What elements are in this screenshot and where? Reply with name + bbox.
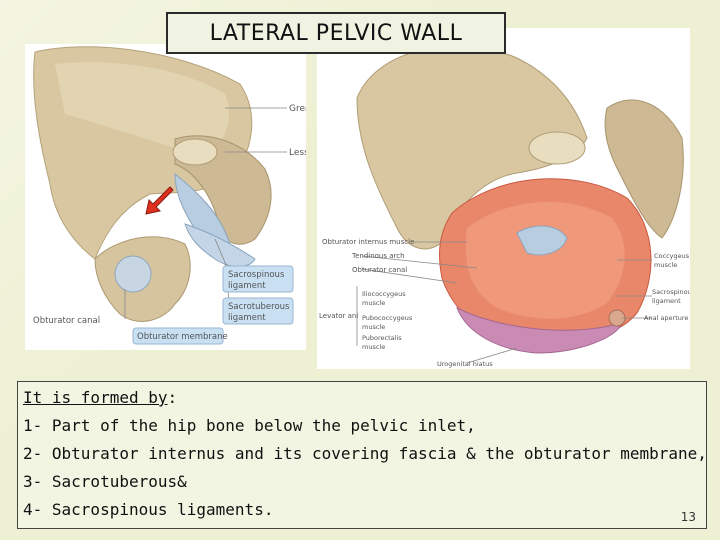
label-tendinous-arch: Tendinous arch — [351, 252, 405, 260]
label-iliococcygeus-line1: Iliococcygeus — [362, 290, 406, 298]
label-urogenital-hiatus: Urogenital hiatus — [437, 360, 493, 368]
label-sacrotuberous-line2: ligament — [228, 313, 266, 323]
label-anal-aperture: Anal aperture — [644, 314, 688, 322]
intro-line: It is formed by: — [23, 388, 177, 407]
label-sacrospinous-right-line2: ligament — [652, 297, 681, 305]
label-levator-ani: Levator ani — [319, 312, 358, 320]
label-sacrospinous-right-line1: Sacrospinous — [652, 288, 690, 296]
label-pubococcygeus-line2: muscle — [362, 323, 385, 331]
right-pelvis-figure: Obturator internus muscle Tendinous arch… — [317, 28, 690, 369]
label-coccygeus-line1: Coccygeus — [654, 252, 690, 260]
label-coccygeus-line2: muscle — [654, 261, 677, 269]
list-item: 3- Sacrotuberous& — [23, 472, 187, 491]
list-item: 4- Sacrospinous ligaments. — [23, 500, 274, 519]
slide-title: LATERAL PELVIC WALL — [166, 12, 506, 54]
label-lesser: Lesser — [289, 148, 306, 158]
body-text-box: It is formed by: 1- Part of the hip bone… — [17, 381, 707, 529]
left-pelvis-figure: Greater Lesser Sacrospinous ligament Sac… — [25, 44, 306, 350]
red-pointer-arrow-icon — [145, 186, 174, 215]
intro-colon: : — [167, 388, 178, 407]
page-number: 13 — [680, 510, 696, 524]
label-sacrotuberous-line1: Sacrotuberous — [228, 302, 290, 312]
label-sacrospinous-line1: Sacrospinous — [228, 270, 285, 280]
label-obturator-canal: Obturator canal — [33, 316, 100, 326]
label-obturator-canal-right: Obturator canal — [352, 266, 407, 274]
label-puborectalis-line2: muscle — [362, 343, 385, 351]
list-item: 2- Obturator internus and its covering f… — [23, 444, 707, 463]
label-obturator-internus: Obturator internus muscle — [322, 238, 414, 246]
right-pelvis-illustration: Obturator internus muscle Tendinous arch… — [319, 45, 690, 368]
label-greater: Greater — [289, 104, 306, 114]
label-sacrospinous-line2: ligament — [228, 281, 266, 291]
label-pubococcygeus-line1: Pubococcygeus — [362, 314, 413, 322]
list-item: 1- Part of the hip bone below the pelvic… — [23, 416, 476, 435]
label-puborectalis-line1: Puborectalis — [362, 334, 402, 342]
label-obturator-membrane: Obturator membrane — [137, 332, 228, 342]
left-pelvis-illustration: Greater Lesser Sacrospinous ligament Sac… — [33, 46, 306, 345]
label-iliococcygeus-line2: muscle — [362, 299, 385, 307]
intro-underlined: It is formed by — [23, 388, 168, 407]
slide-title-text: LATERAL PELVIC WALL — [209, 20, 463, 46]
